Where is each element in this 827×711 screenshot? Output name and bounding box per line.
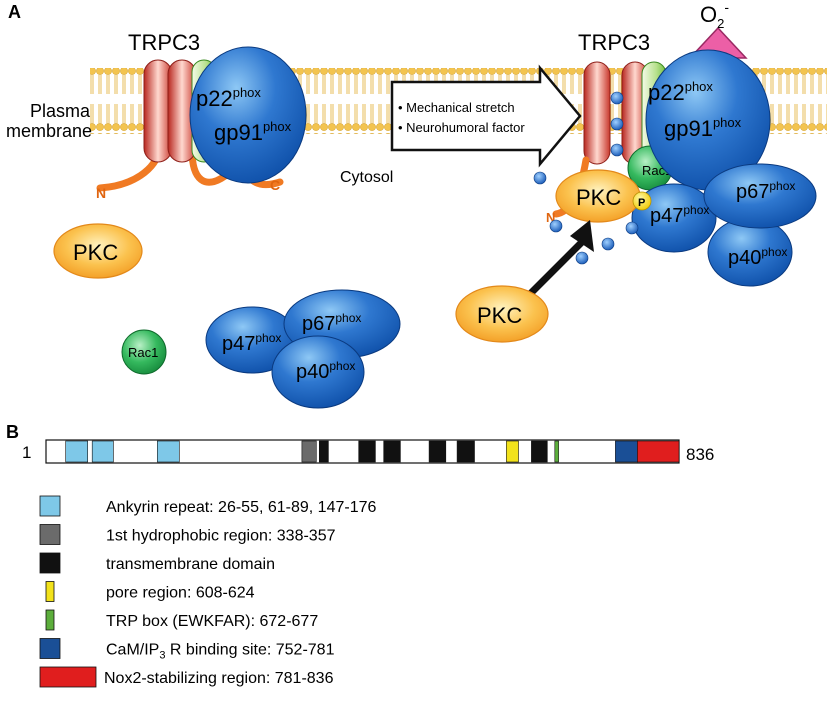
domain-tm bbox=[531, 440, 548, 463]
domain-ankyrin bbox=[157, 440, 180, 463]
gp91phox-left bbox=[189, 46, 307, 184]
terminus-c-left: C bbox=[270, 177, 280, 193]
gp91phox-right-label: gp91phox bbox=[664, 115, 742, 141]
rac1-left-label: Rac1 bbox=[128, 345, 158, 360]
sequence-start-label: 1 bbox=[22, 443, 31, 462]
legend-swatch bbox=[39, 524, 61, 545]
stimulus-line2: • Neurohumoral factor bbox=[398, 120, 525, 135]
translocation-arrow bbox=[522, 236, 588, 302]
phosphorylation-badge bbox=[632, 191, 652, 211]
p67phox-right-label: p67phox bbox=[736, 179, 795, 203]
p67phox-left-label: p67phox bbox=[302, 311, 361, 335]
p22phox-left-label: p22phox bbox=[196, 85, 261, 111]
domain-tm bbox=[383, 440, 401, 463]
stimulus-line1: • Mechanical stretch bbox=[398, 100, 515, 115]
legend-swatch bbox=[39, 638, 61, 659]
domain-pore bbox=[506, 440, 519, 463]
p40phox-right-label: p40phox bbox=[728, 245, 787, 269]
legend-swatch bbox=[39, 666, 97, 688]
trpc3-right-label: TRPC3 bbox=[578, 30, 650, 55]
superoxide-label: O2- bbox=[700, 0, 729, 31]
domain-tm bbox=[318, 440, 329, 463]
cytosol-label: Cytosol bbox=[340, 169, 393, 186]
legend: Ankyrin repeat: 26-55, 61-89, 147-176 1st… bbox=[39, 495, 377, 688]
ca-ion bbox=[549, 219, 563, 233]
p40phox-left-label: p40phox bbox=[296, 359, 355, 383]
legend-label: transmembrane domain bbox=[106, 556, 275, 573]
domain-layer bbox=[65, 440, 680, 463]
legend-label: Ankyrin repeat: 26-55, 61-89, 147-176 bbox=[106, 499, 377, 516]
domain-nox2 bbox=[637, 440, 680, 463]
domain-tm bbox=[428, 440, 447, 463]
stimulus-arrow bbox=[390, 64, 582, 168]
rac1-left bbox=[121, 329, 167, 375]
legend-label: 1st hydrophobic region: 338-357 bbox=[106, 528, 336, 545]
legend-label: CaM/IP3 R binding site: 752-781 bbox=[106, 642, 335, 662]
domain-tm bbox=[456, 440, 475, 463]
legend-label: Nox2-stabilizing region: 781-836 bbox=[104, 670, 334, 687]
p47phox-right bbox=[631, 183, 717, 253]
ca-ion bbox=[610, 91, 624, 105]
pkc-bound-label: PKC bbox=[576, 185, 621, 210]
legend-swatch bbox=[39, 495, 61, 517]
panel-a: A Plasma membrane TRPC3 N C p22phox gp91… bbox=[6, 0, 827, 409]
trpc3-right-segment bbox=[583, 61, 611, 165]
domain-hydrophobic bbox=[301, 440, 317, 463]
domain-ankyrin bbox=[91, 440, 114, 463]
pkc-left bbox=[53, 223, 143, 279]
legend-swatch bbox=[45, 609, 55, 631]
gp91phox-left-label: gp91phox bbox=[214, 119, 292, 145]
domain-ankyrin bbox=[65, 440, 88, 463]
panel-b-label: B bbox=[6, 422, 19, 442]
pkc-free bbox=[455, 285, 549, 343]
p40phox-left bbox=[271, 335, 365, 409]
panel-b: B 1 836 Ankyrin repeat: 26-55, 61-89, 14… bbox=[6, 422, 714, 688]
terminus-n-right: N bbox=[546, 210, 555, 225]
p22phox-right-label: p22phox bbox=[648, 79, 713, 105]
membrane-label-line2: membrane bbox=[6, 121, 92, 141]
translocation-arrowhead bbox=[570, 220, 594, 252]
ca-ion bbox=[533, 171, 547, 185]
legend-label: pore region: 608-624 bbox=[106, 585, 255, 602]
pkc-left-label: PKC bbox=[73, 240, 118, 265]
ca-ion bbox=[575, 251, 589, 265]
legend-label: TRP box (EWKFAR): 672-677 bbox=[106, 613, 318, 630]
ca-ion bbox=[610, 117, 624, 131]
domain-cam bbox=[615, 440, 638, 463]
p47phox-left-label: p47phox bbox=[222, 331, 281, 355]
p67phox-right bbox=[703, 163, 817, 229]
pkc-free-label: PKC bbox=[477, 303, 522, 328]
membrane-label-line1: Plasma bbox=[30, 101, 91, 121]
terminus-n-left: N bbox=[96, 185, 106, 201]
phospho-label: P bbox=[638, 197, 645, 209]
panel-a-label: A bbox=[8, 2, 21, 22]
domain-tm bbox=[358, 440, 376, 463]
legend-swatch bbox=[45, 581, 55, 602]
ca-ion bbox=[610, 143, 624, 157]
trpc3-left-label: TRPC3 bbox=[128, 30, 200, 55]
ca-ion bbox=[601, 237, 615, 251]
domain-trp bbox=[554, 440, 559, 463]
legend-swatch bbox=[39, 552, 61, 574]
p47phox-right-label: p47phox bbox=[650, 203, 709, 227]
ca-ion bbox=[625, 221, 639, 235]
sequence-end-label: 836 bbox=[686, 445, 714, 464]
